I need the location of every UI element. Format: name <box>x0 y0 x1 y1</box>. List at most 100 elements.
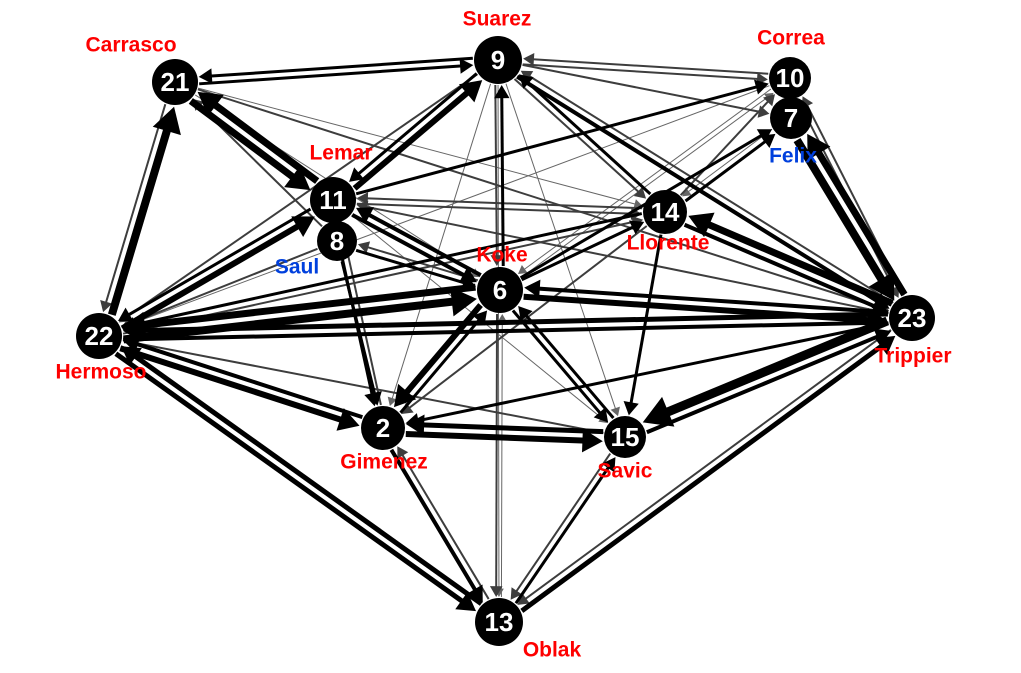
arrowhead-6-8 <box>357 241 371 254</box>
node-number-11: 11 <box>319 185 347 215</box>
node-14 <box>643 190 687 234</box>
edge-9-22 <box>124 73 479 319</box>
arrowhead-14-7 <box>760 133 776 148</box>
edge-14-23 <box>683 222 880 310</box>
player-label-suarez: Suarez <box>463 8 532 31</box>
edge-9-2 <box>391 83 492 401</box>
edge-6-13 <box>495 313 499 590</box>
edge-23-22 <box>135 311 888 334</box>
edge-13-6 <box>500 319 503 598</box>
arrowhead-9-15 <box>610 406 620 417</box>
edge-6-11 <box>364 211 482 277</box>
edge-6-23 <box>523 293 874 324</box>
edge-14-22 <box>130 212 643 327</box>
player-label-correa: Correa <box>757 27 825 50</box>
arrowhead-9-11 <box>349 167 365 182</box>
arrowhead-9-2 <box>387 396 398 407</box>
player-label-savic: Savic <box>598 460 653 483</box>
edge-6-7 <box>519 132 765 280</box>
player-label-saul: Saul <box>275 256 319 279</box>
node-number-15: 15 <box>611 422 640 452</box>
node-number-21: 21 <box>161 67 190 97</box>
edge-23-13 <box>522 329 892 602</box>
node-number-13: 13 <box>485 607 514 637</box>
edge-23-7 <box>812 145 908 297</box>
arrowhead-7-23 <box>868 271 895 301</box>
edge-21-22 <box>104 103 167 306</box>
edge-15-2 <box>418 422 604 435</box>
node-9 <box>474 36 522 84</box>
arrowhead-15-13 <box>510 587 522 600</box>
arrowhead-14-15 <box>623 400 639 416</box>
arrowhead-14-2 <box>401 402 414 415</box>
arrowhead-6-9 <box>494 84 510 99</box>
arrowhead-10-6 <box>517 265 528 274</box>
edge-23-9 <box>526 73 894 304</box>
edge-6-9 <box>500 94 505 266</box>
edge-23-11 <box>363 205 889 315</box>
node-2 <box>361 406 405 450</box>
node-number-10: 10 <box>776 63 805 93</box>
edge-11-22 <box>125 207 312 318</box>
edge-11-21 <box>208 98 320 184</box>
arrowhead-23-13 <box>517 593 530 605</box>
arrowhead-13-2 <box>397 446 409 459</box>
edge-2-13 <box>389 448 479 595</box>
edge-15-13 <box>514 452 612 595</box>
edge-23-2 <box>414 321 889 423</box>
arrowhead-6-14 <box>628 220 645 235</box>
edge-22-21 <box>107 122 173 316</box>
arrowhead-23-15 <box>642 396 675 427</box>
arrowhead-10-9 <box>523 53 535 66</box>
arrowhead-14-10 <box>763 94 775 107</box>
node-number-7: 7 <box>784 103 798 133</box>
edge-13-15 <box>514 463 612 605</box>
node-23 <box>889 295 935 341</box>
arrowhead-6-11 <box>356 207 375 224</box>
player-label-hermoso: Hermoso <box>55 361 146 384</box>
edge-22-23 <box>123 320 878 342</box>
edge-9-23 <box>516 74 882 305</box>
edge-11-10 <box>355 84 761 196</box>
edge-6-14 <box>521 224 637 282</box>
arrowhead-15-6 <box>518 306 533 322</box>
node-number-23: 23 <box>898 303 927 333</box>
edge-9-11 <box>355 72 478 178</box>
edge-15-23 <box>646 333 883 435</box>
arrowhead-11-21 <box>197 91 224 117</box>
arrowhead-21-11 <box>284 165 311 191</box>
arrowhead-2-15 <box>581 428 603 453</box>
edge-22-11 <box>120 221 304 331</box>
edge-13-23 <box>520 341 887 613</box>
arrowhead-21-22 <box>100 300 113 313</box>
edge-8-6 <box>355 248 468 286</box>
edge-11-9 <box>352 87 474 191</box>
edge-7-23 <box>793 137 889 288</box>
player-label-lemar: Lemar <box>309 142 372 165</box>
node-13 <box>475 598 523 646</box>
node-number-2: 2 <box>376 413 390 443</box>
edge-9-10 <box>522 63 761 81</box>
edge-23-15 <box>658 316 889 420</box>
player-label-koke: Koke <box>476 244 527 267</box>
arrowhead-23-6 <box>524 279 541 298</box>
player-label-oblak: Oblak <box>523 639 582 662</box>
edge-2-22 <box>132 341 363 420</box>
arrowhead-6-15 <box>593 407 609 423</box>
arrowhead-22-2 <box>336 408 360 431</box>
edge-8-22 <box>127 247 318 326</box>
arrowhead-11-9 <box>458 80 483 103</box>
node-8 <box>317 221 357 261</box>
edge-9-7 <box>522 63 763 114</box>
node-22 <box>76 313 122 359</box>
node-7 <box>770 97 812 139</box>
edge-21-14 <box>198 87 638 206</box>
arrowhead-11-6 <box>458 266 477 283</box>
edge-10-22 <box>126 85 770 327</box>
edge-21-23 <box>197 88 883 310</box>
edge-14-9 <box>524 79 652 196</box>
arrowhead-9-7 <box>757 105 770 118</box>
arrowhead-6-13 <box>489 586 503 597</box>
arrowhead-6-2 <box>393 383 417 408</box>
edge-13-22 <box>129 351 483 606</box>
